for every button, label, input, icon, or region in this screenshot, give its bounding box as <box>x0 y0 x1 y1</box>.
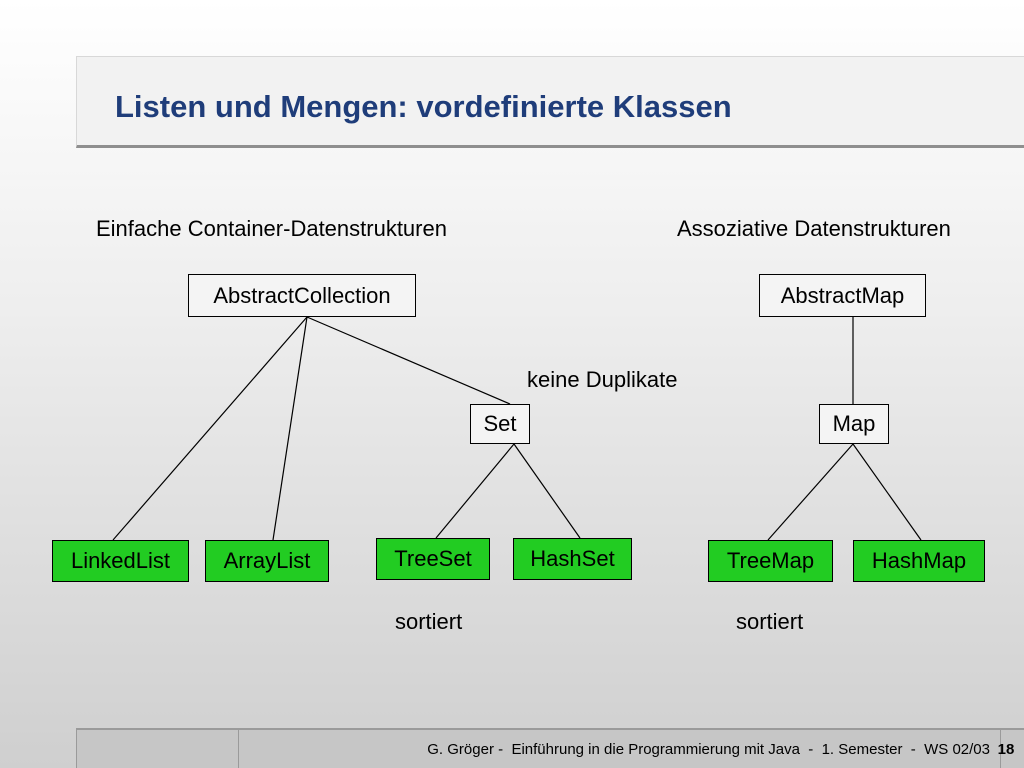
label-sorted-treeset: sortiert <box>395 609 463 634</box>
edge-set-hashset <box>513 443 581 539</box>
slide-title: Listen und Mengen: vordefinierte Klassen <box>115 89 732 124</box>
title-bar: Listen und Mengen: vordefinierte Klassen <box>76 56 1024 148</box>
footer-empty-cell <box>77 730 239 768</box>
edge-collection-set <box>306 316 511 405</box>
edge-map-treemap <box>767 443 854 541</box>
edge-collection-linkedlist <box>112 316 308 541</box>
node-abstract-collection: AbstractCollection <box>188 274 416 317</box>
edge-collection-arraylist <box>272 316 308 541</box>
label-sorted-treemap: sortiert <box>736 609 804 634</box>
node-tree-map: TreeMap <box>708 540 833 582</box>
heading-simple-containers: Einfache Container-Datenstrukturen <box>96 216 447 241</box>
label-no-duplicates: keine Duplikate <box>527 367 678 392</box>
page-number: 18 <box>997 740 1015 758</box>
edge-set-treeset <box>435 443 515 539</box>
node-hash-set: HashSet <box>513 538 632 580</box>
edge-map-hashmap <box>852 443 922 541</box>
footer-text: G. Gröger - Einführung in die Programmie… <box>239 730 1001 768</box>
node-hash-map: HashMap <box>853 540 985 582</box>
node-map: Map <box>819 404 889 444</box>
node-tree-set: TreeSet <box>376 538 490 580</box>
node-abstract-map: AbstractMap <box>759 274 926 317</box>
node-set: Set <box>470 404 530 444</box>
node-array-list: ArrayList <box>205 540 329 582</box>
heading-associative: Assoziative Datenstrukturen <box>677 216 951 241</box>
footer-bar: G. Gröger - Einführung in die Programmie… <box>76 728 1024 768</box>
node-linked-list: LinkedList <box>52 540 189 582</box>
